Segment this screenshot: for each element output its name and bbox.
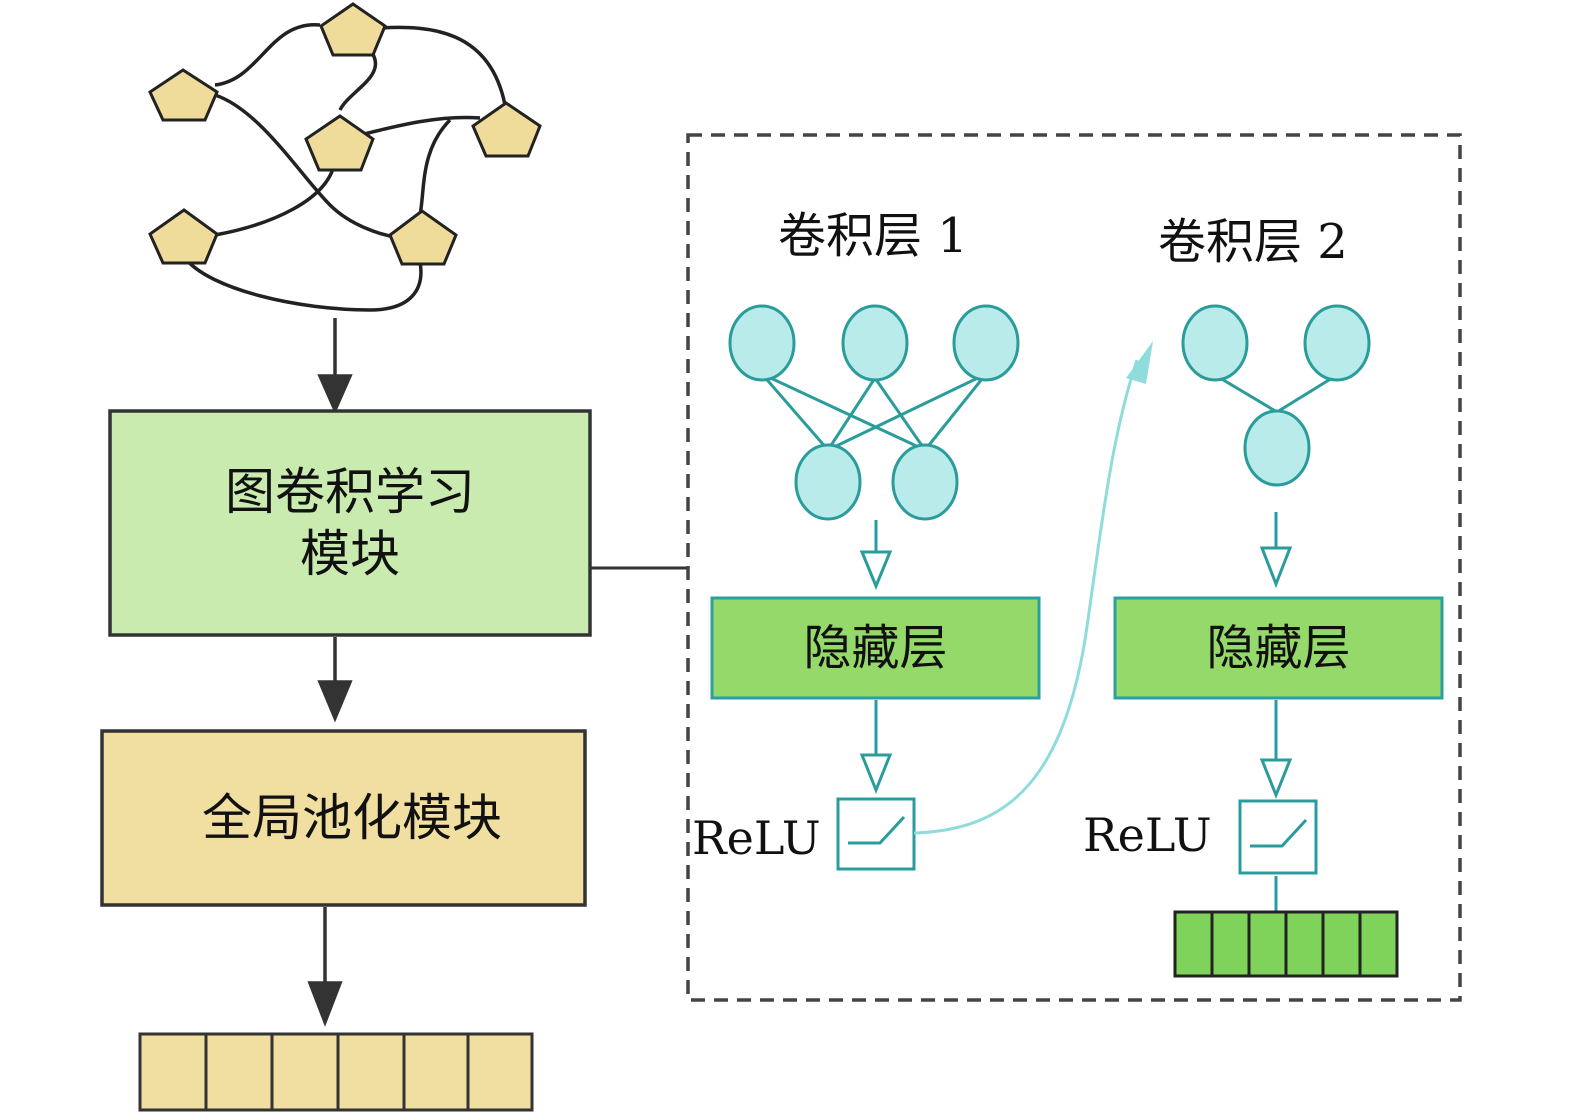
layer2-vector-cell xyxy=(1358,910,1399,978)
curved-arrow xyxy=(913,341,1153,835)
neuron-node xyxy=(1243,409,1311,487)
neuron-node xyxy=(952,304,1020,382)
pooling-module-box xyxy=(100,729,587,907)
layer2-vector-cell xyxy=(1173,910,1214,978)
hidden-layer-label-1: 隐藏层 xyxy=(803,620,948,676)
layer2-vector-cell xyxy=(1247,910,1288,978)
neuron-node xyxy=(841,304,909,382)
layer1-nodes xyxy=(728,304,1020,521)
layer2-output-vector xyxy=(1173,910,1399,978)
output-vector-cell xyxy=(336,1032,406,1112)
neuron-node xyxy=(891,443,959,521)
layer1-title: 卷积层 1 xyxy=(778,208,968,264)
hollow-arrows xyxy=(859,512,1293,912)
pentagon-node xyxy=(319,2,387,57)
pooling-module-label: 全局池化模块 xyxy=(202,788,502,847)
gcn-module-label-line2: 模块 xyxy=(300,525,400,583)
pentagon-node xyxy=(148,208,219,265)
graph-nodes xyxy=(148,2,542,266)
relu-label-1: ReLU xyxy=(692,811,821,865)
layer1-connections xyxy=(760,372,988,452)
neuron-node xyxy=(1303,304,1371,382)
main-arrows xyxy=(307,318,353,1027)
pentagon-node xyxy=(388,209,458,266)
pentagon-node xyxy=(148,68,219,122)
neuron-node xyxy=(728,304,796,382)
relu-label-2: ReLU xyxy=(1083,808,1212,862)
output-vector-cell xyxy=(204,1032,274,1112)
output-vector xyxy=(138,1032,534,1112)
hidden-layer-label-2: 隐藏层 xyxy=(1206,620,1351,676)
relu-icon xyxy=(1238,799,1318,875)
hidden-layer-box-2 xyxy=(1113,596,1444,700)
layer2-title: 卷积层 2 xyxy=(1158,214,1348,270)
gcn-module-label-line1: 图卷积学习 xyxy=(225,462,475,521)
layer2-connections xyxy=(1214,373,1338,414)
pentagon-node xyxy=(304,114,375,172)
layer2-nodes xyxy=(1181,304,1371,487)
gcn-module-label: 图卷积学习 模块 xyxy=(110,411,590,635)
output-vector-cell xyxy=(270,1032,340,1112)
layer2-vector-cell xyxy=(1210,910,1251,978)
output-vector-cell xyxy=(466,1032,534,1112)
gcn-module-box xyxy=(108,409,592,637)
neuron-node xyxy=(794,443,862,521)
output-vector-cell xyxy=(402,1032,470,1112)
output-vector-cell xyxy=(138,1032,208,1112)
neuron-node xyxy=(1181,304,1249,382)
pentagon-node xyxy=(471,101,542,158)
detail-panel xyxy=(686,133,1462,1002)
hidden-layer-box-1 xyxy=(710,596,1041,700)
layer2-vector-cell xyxy=(1284,910,1325,978)
graph-edges xyxy=(183,23,507,312)
layer2-vector-cell xyxy=(1321,910,1362,978)
relu-icon xyxy=(836,797,916,871)
